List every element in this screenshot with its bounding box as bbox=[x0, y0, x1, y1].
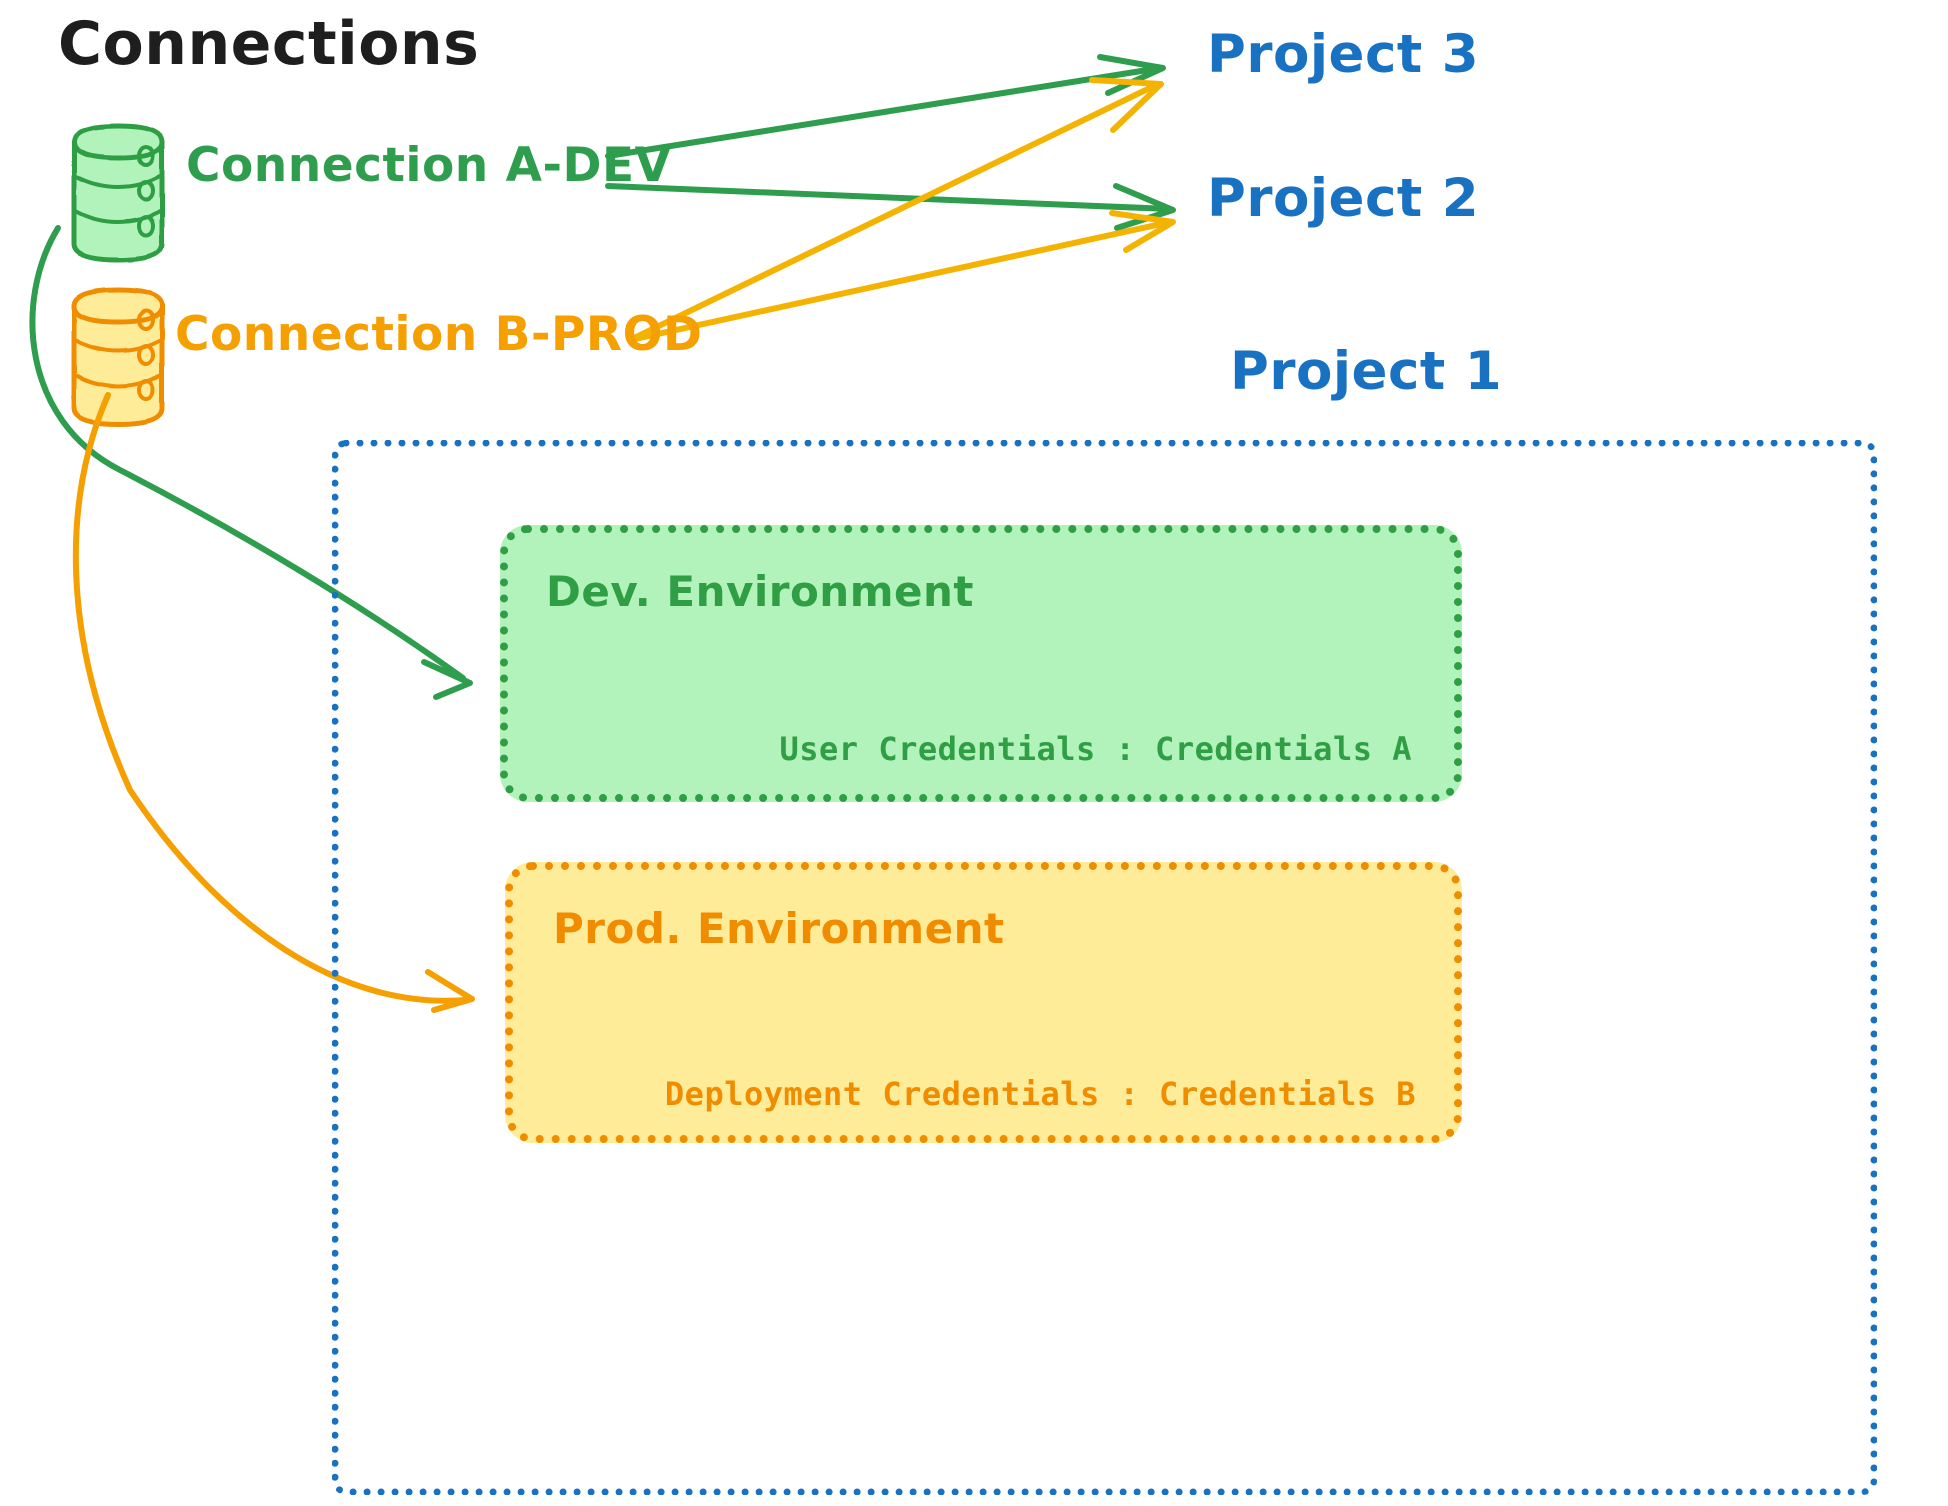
edge-a-dev-to-project-2 bbox=[605, 183, 1176, 231]
prod-environment-box[interactable]: Prod. Environment Deployment Credentials… bbox=[505, 862, 1462, 1143]
dev-environment-title: Dev. Environment bbox=[546, 567, 974, 616]
database-cylinder-icon-connection-b bbox=[71, 287, 165, 427]
edge-a-dev-to-project-3 bbox=[605, 54, 1166, 159]
connection-b-prod-label[interactable]: Connection B-PROD bbox=[175, 307, 703, 362]
project-1-container bbox=[332, 440, 1877, 1495]
edge-b-prod-to-project-2 bbox=[627, 210, 1176, 343]
page-title: Connections bbox=[58, 9, 480, 79]
prod-environment-title: Prod. Environment bbox=[553, 904, 1005, 953]
dev-environment-box[interactable]: Dev. Environment User Credentials : Cred… bbox=[500, 525, 1462, 802]
prod-environment-credentials: Deployment Credentials : Credentials B bbox=[664, 1075, 1416, 1113]
connection-a-dev-label[interactable]: Connection A-DEV bbox=[186, 138, 672, 193]
dev-environment-credentials: User Credentials : Credentials A bbox=[779, 730, 1412, 768]
project-2-label[interactable]: Project 2 bbox=[1207, 168, 1480, 229]
edge-b-prod-to-project-3 bbox=[627, 77, 1164, 343]
project-3-label[interactable]: Project 3 bbox=[1207, 24, 1480, 85]
database-cylinder-icon-connection-a bbox=[71, 123, 165, 263]
project-1-label[interactable]: Project 1 bbox=[1230, 341, 1503, 402]
